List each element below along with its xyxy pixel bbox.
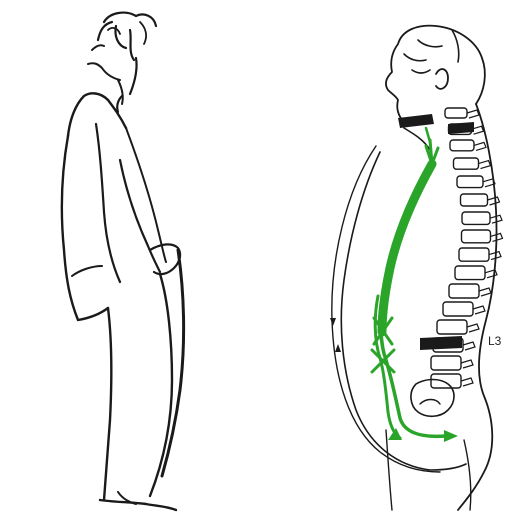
- vertebra: [431, 374, 461, 388]
- spinous-process: [488, 197, 500, 205]
- vertebra: [450, 140, 474, 151]
- vertebra: [443, 302, 473, 316]
- vertebra: [437, 320, 467, 334]
- spinous-process: [467, 324, 479, 332]
- green-chain: [382, 164, 432, 332]
- vertebra: [454, 158, 479, 169]
- spinous-process: [489, 252, 501, 260]
- spinous-process: [461, 378, 473, 386]
- vertebra: [462, 212, 490, 224]
- spinous-process: [463, 342, 475, 350]
- spinous-process: [467, 110, 479, 118]
- vertebra: [455, 266, 485, 280]
- vertebra: [445, 108, 467, 118]
- spinous-process: [479, 161, 491, 169]
- arrow-down-icon: [330, 318, 336, 326]
- arrow-up-icon: [335, 344, 341, 352]
- vertebra: [459, 248, 489, 261]
- vertebra: [461, 194, 488, 206]
- spinous-process: [461, 360, 473, 368]
- vertebra-label-l3: L3: [488, 334, 501, 348]
- spinous-process: [479, 288, 491, 296]
- vertebra: [462, 230, 491, 243]
- spinous-process: [474, 142, 486, 150]
- spinous-process: [473, 306, 485, 314]
- vertebra: [457, 176, 483, 188]
- vertebra: [449, 284, 479, 298]
- l3-vertebra-band: [420, 336, 462, 350]
- vertebra: [431, 356, 461, 370]
